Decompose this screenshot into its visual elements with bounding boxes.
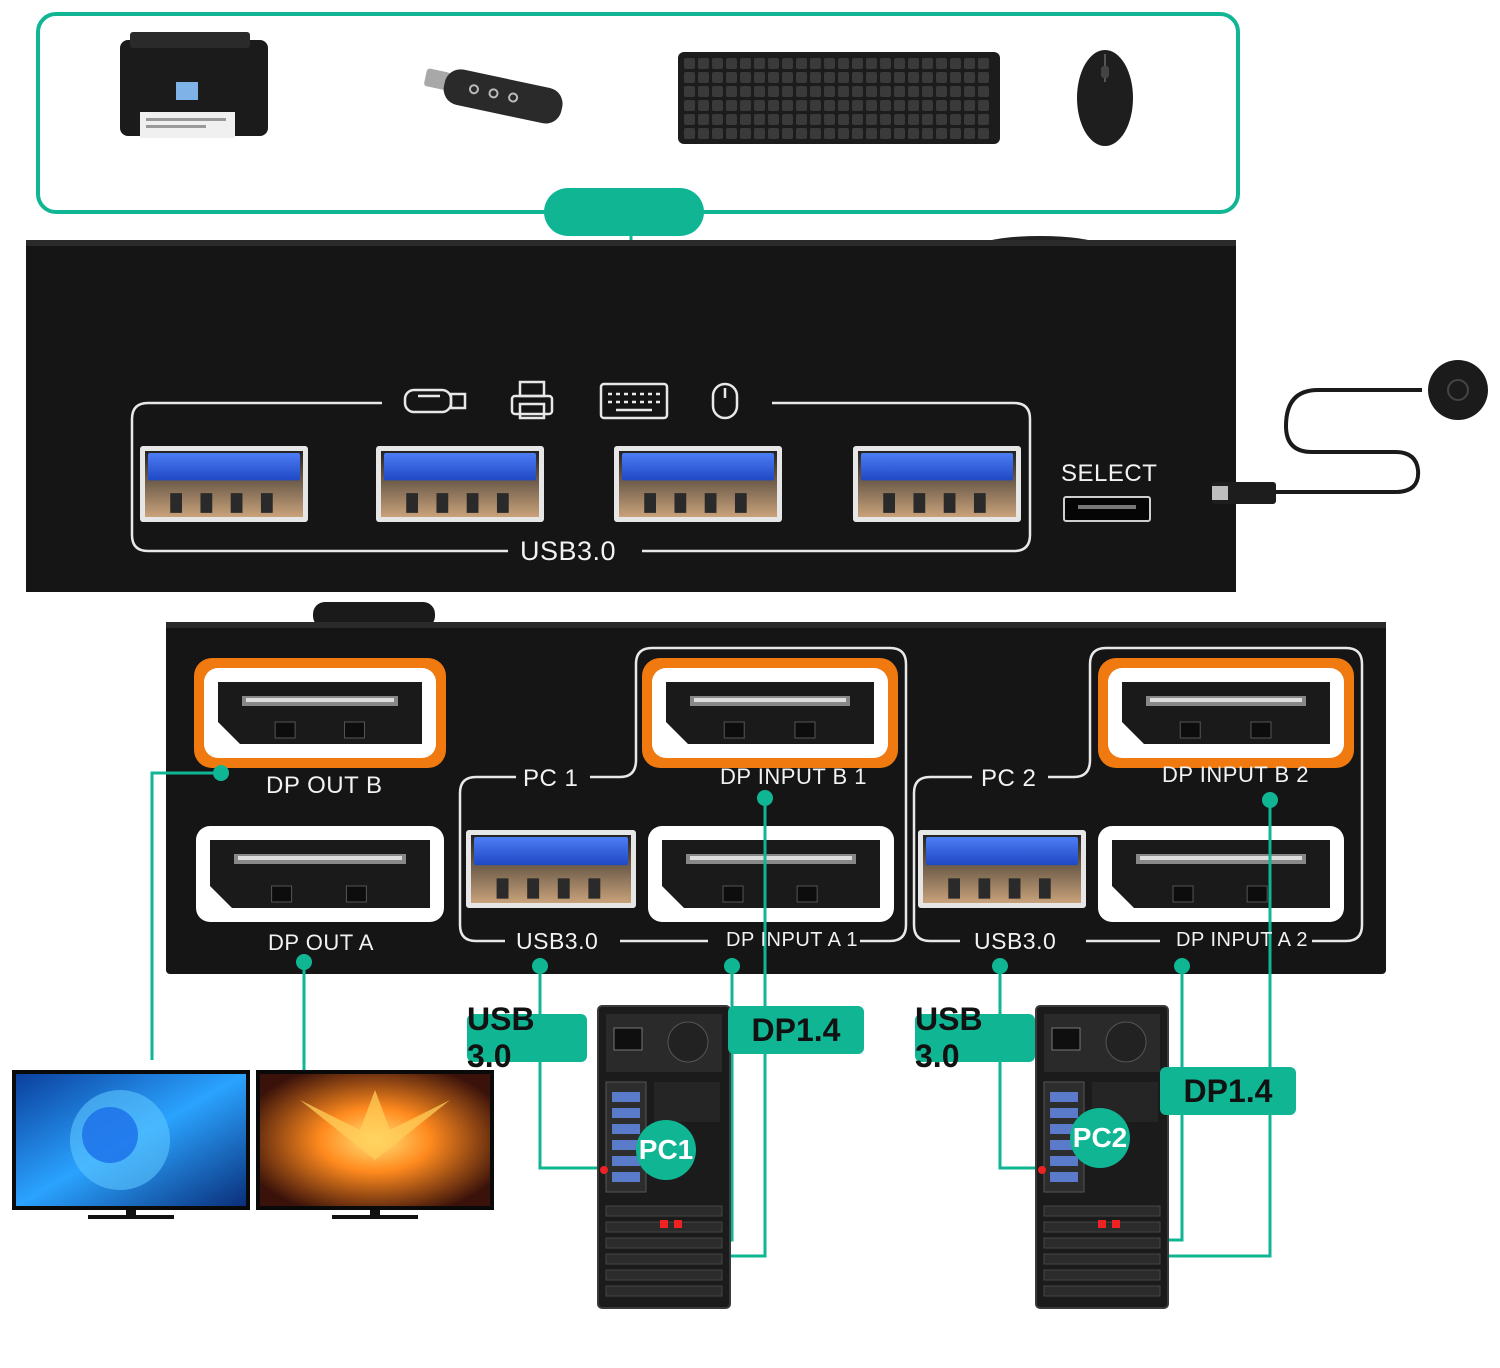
front-usb-port-1 [140,446,308,522]
select-label: SELECT [1061,460,1158,487]
pc1-usb-label: USB3.0 [516,928,599,954]
dp-input-b2-label: DP INPUT B 2 [1162,762,1310,787]
usb-tag-pc1: USB 3.0 [467,1001,587,1074]
usb-drive-icon [403,388,467,414]
kvm-front-panel [26,236,1236,592]
dp-input-b2-port [1098,658,1354,768]
dp-out-b-label: DP OUT B [266,772,383,799]
mouse-image [1077,50,1133,146]
printer-image [120,32,268,138]
dp-out-a-port [196,826,444,922]
dp-input-b1-label: DP INPUT B 1 [720,764,868,789]
keyboard-image [678,52,1000,144]
remote-select-cable [1212,360,1488,504]
dp-tag-pc1: DP1.4 [728,1006,864,1054]
pc1-tower [597,1005,731,1309]
pc2-usb-port [918,830,1086,908]
dp-input-a1-port [648,826,894,922]
dp-tag-pc2: DP1.4 [1160,1067,1296,1115]
peripheral-hub-tag [544,188,704,236]
dp-input-a1-label: DP INPUT A 1 [726,929,858,951]
monitor-blue-flower [12,1070,250,1219]
pc1-usb-port [466,830,636,908]
front-usb-port-4 [853,446,1021,522]
pc2-badge: PC2 [1070,1108,1130,1168]
monitor-phoenix [256,1070,494,1219]
pc1-badge: PC1 [636,1120,696,1180]
dp-input-b1-port [642,658,898,768]
keyboard-icon [599,382,669,420]
usb-flash-drive-image [424,68,563,124]
usb-tag-pc2: USB 3.0 [915,1001,1035,1074]
mouse-icon [711,382,739,420]
dp-out-a-label: DP OUT A [268,930,374,955]
pc2-label: PC 2 [981,765,1037,792]
pc1-label: PC 1 [523,765,579,792]
dp-out-b-port [194,658,446,768]
dp-input-a2-label: DP INPUT A 2 [1176,929,1308,951]
front-usb-port-3 [614,446,782,522]
select-port [1063,496,1151,522]
dp-input-a2-port [1098,826,1344,922]
printer-icon [510,380,554,420]
front-usb-label: USB3.0 [520,536,617,566]
kvm-rear-panel [166,602,1386,974]
front-usb-port-2 [376,446,544,522]
pc2-usb-label: USB3.0 [974,928,1057,954]
